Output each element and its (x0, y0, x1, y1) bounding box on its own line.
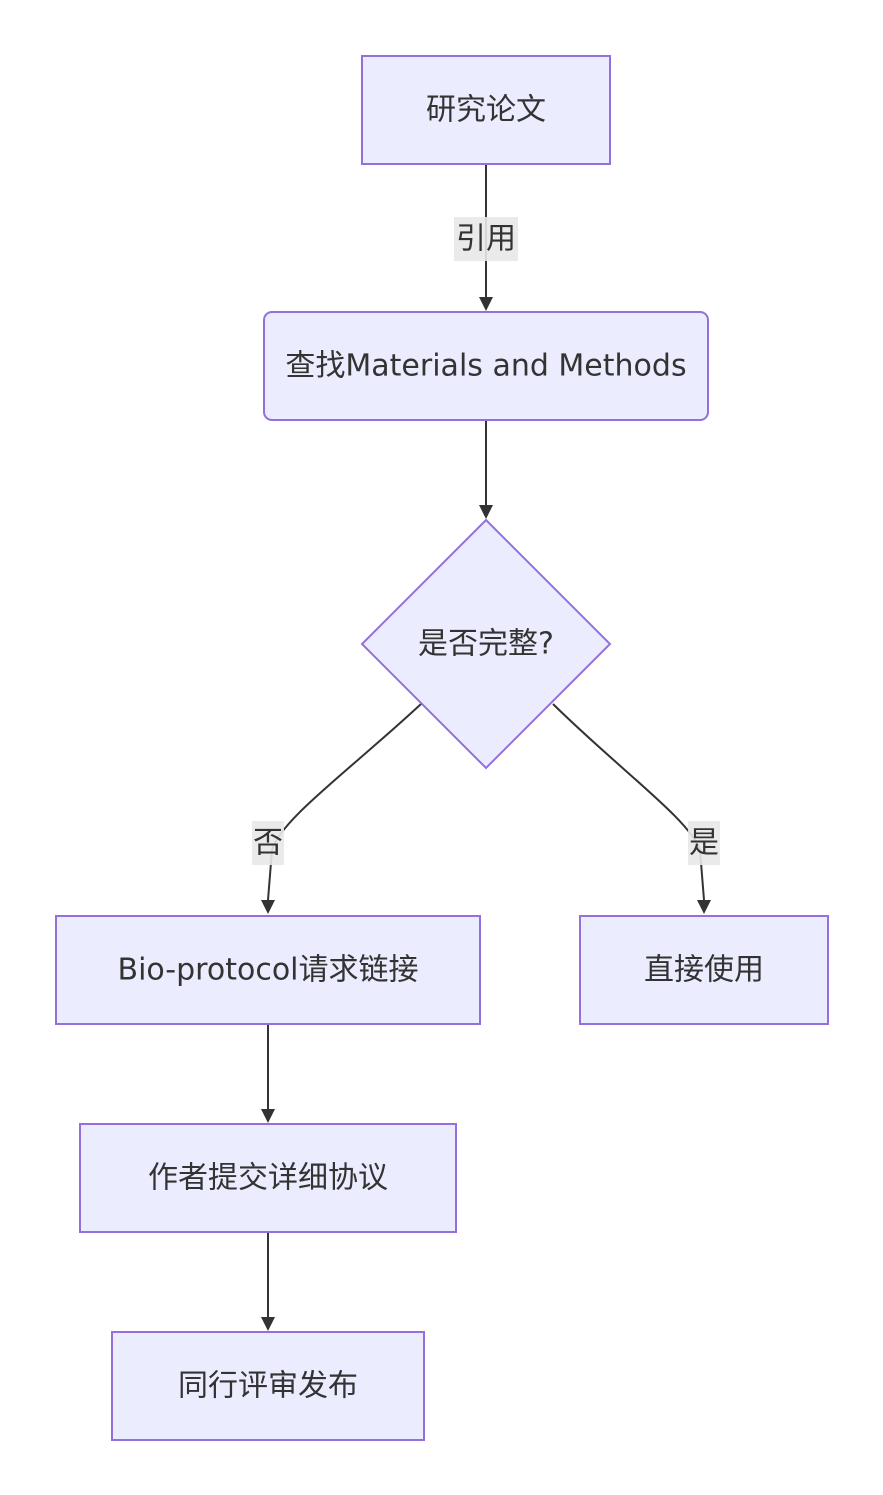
node-peer-review-box (111, 1331, 425, 1441)
edges (261, 164, 711, 1331)
edge-labels: 引用 否 是 (252, 217, 720, 865)
arrowhead-direct-use (697, 900, 711, 914)
edge-decision-to-direct-use (552, 703, 705, 901)
edge-label-cite-bg (454, 217, 518, 261)
arrowhead-author-submit (261, 1109, 275, 1123)
arrowhead-peer-review (261, 1317, 275, 1331)
node-decision: 是否完整? (360, 518, 612, 770)
node-find-methods: 查找Materials and Methods (263, 311, 709, 421)
edge-label-no-bg (252, 821, 284, 865)
node-decision-diamond (360, 518, 612, 770)
node-author-submit: 作者提交详细协议 (79, 1123, 457, 1233)
edge-decision-to-bio-protocol (267, 703, 422, 901)
node-bio-protocol-label: Bio-protocol请求链接 (117, 953, 418, 988)
node-find-methods-label: 查找Materials and Methods (285, 349, 686, 384)
edge-label-yes-bg (688, 821, 720, 865)
node-peer-review-label: 同行评审发布 (178, 1369, 358, 1404)
node-paper-label: 研究论文 (426, 93, 546, 128)
node-direct-use-box (579, 915, 829, 1025)
edge-label-cite: 引用 (456, 222, 516, 257)
node-direct-use: 直接使用 (579, 915, 829, 1025)
node-peer-review: 同行评审发布 (111, 1331, 425, 1441)
node-bio-protocol: Bio-protocol请求链接 (55, 915, 481, 1025)
edge-label-yes: 是 (689, 826, 719, 861)
arrowhead-find-methods (479, 297, 493, 311)
edge-label-no: 否 (253, 826, 283, 861)
node-bio-protocol-box (55, 915, 481, 1025)
node-paper: 研究论文 (361, 55, 611, 165)
arrowhead-decision (479, 505, 493, 519)
node-decision-label: 是否完整? (418, 627, 554, 662)
node-find-methods-box (263, 311, 709, 421)
arrowhead-bio-protocol (261, 900, 275, 914)
node-paper-box (361, 55, 611, 165)
node-direct-use-label: 直接使用 (644, 953, 764, 988)
node-author-submit-box (79, 1123, 457, 1233)
node-author-submit-label: 作者提交详细协议 (148, 1161, 388, 1196)
nodes: 研究论文 查找Materials and Methods 是否完整? Bio-p… (55, 55, 829, 1441)
